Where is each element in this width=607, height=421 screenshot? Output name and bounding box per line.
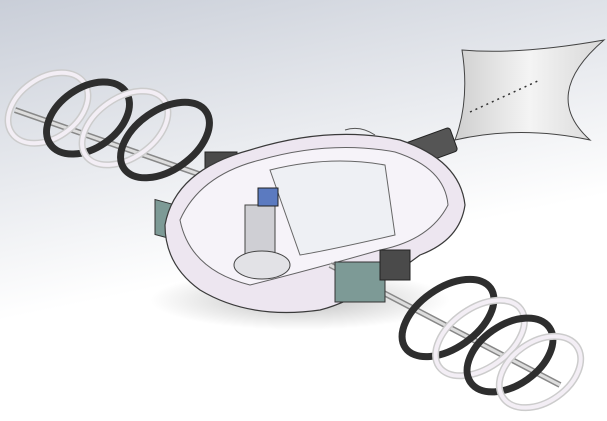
- servo-mount: [233, 187, 291, 280]
- right-rings: [398, 275, 585, 412]
- right-bracket: [334, 261, 386, 303]
- right-motor: [379, 249, 411, 281]
- left-rings: [4, 69, 213, 182]
- right-arm: [328, 249, 585, 412]
